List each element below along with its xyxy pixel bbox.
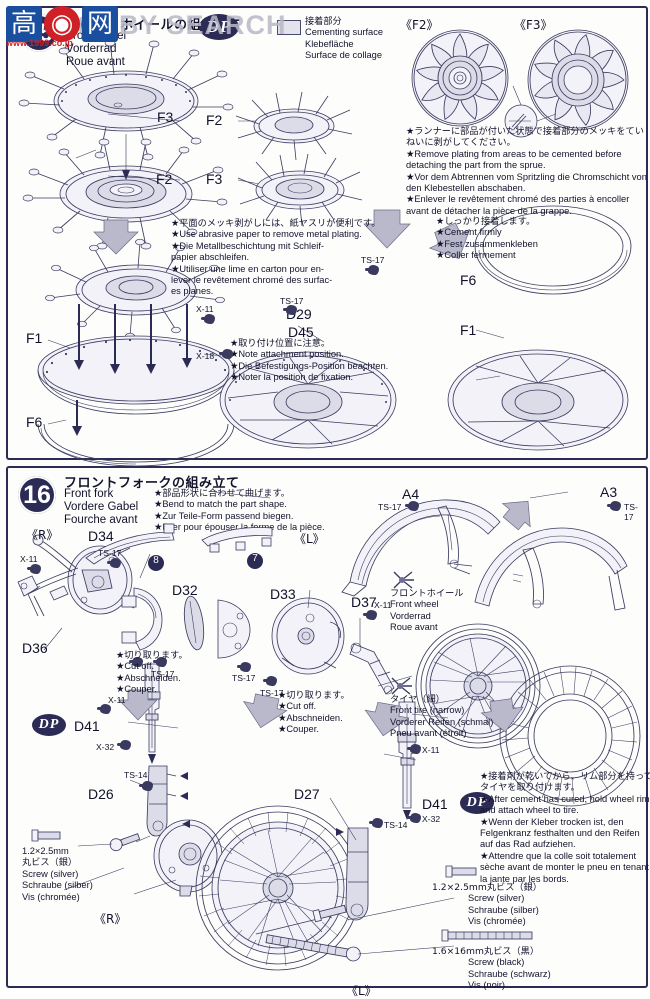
paint-label-ts-17-b: TS-17 <box>361 255 385 265</box>
note-cut-off-mid: ★切り取ります。 ★Cut off. ★Abschneiden. ★Couper… <box>278 690 350 735</box>
part-label-d41-left: D41 <box>74 718 100 734</box>
dp-badge-right: DP <box>460 792 494 814</box>
part-label-f6-a: F6 <box>26 414 43 430</box>
paint-blob-x-32-right <box>407 813 421 823</box>
part-label-f1-b: F1 <box>460 322 477 338</box>
note-cement-firmly: ★しっかり接着します。 ★Cement firmly ★Fest zusamme… <box>436 216 538 261</box>
step-15-dp-badge: DP <box>199 14 239 40</box>
paint-blob-x-11-3 <box>97 704 111 714</box>
note-attachment-position: ★取り付け位置に注意。 ★Note attachment position. ★… <box>230 338 389 383</box>
bracket-l-bottom: 《L》 <box>346 984 377 998</box>
note-attach-tire: ★接着剤が乾いてから、リム部分を持って タイヤを取り付けます。 ★After c… <box>480 771 650 884</box>
paint-label-x-11-3: X-11 <box>108 695 126 705</box>
paint-label-ts-14-left: TS-14 <box>124 770 148 780</box>
paint-blob-ts-17-3 <box>237 662 251 672</box>
step-15-title-fr: Roue avant <box>66 56 125 68</box>
paint-blob-ts-17-1 <box>107 558 121 568</box>
paint-blob-ts-17-b <box>365 265 379 275</box>
step-16-title-de: Vordere Gabel <box>64 501 139 513</box>
part-label-d33: D33 <box>270 586 296 602</box>
paint-label-x-32-right: X-32 <box>422 814 441 824</box>
paint-label-ts-17-1: TS-17 <box>98 548 122 558</box>
step-15-artwork <box>18 29 632 467</box>
step-16-title-fr: Fourche avant <box>64 514 138 526</box>
paint-label-ts-17-2: TS-17 <box>151 669 175 679</box>
part-label-f3-b: F3 <box>206 171 223 187</box>
sparkle-icon-tire <box>391 677 412 695</box>
paint-blob-ts-17-6 <box>607 501 621 511</box>
part-label-f2-b: F2 <box>206 112 223 128</box>
paint-blob-x-11-4 <box>407 744 421 754</box>
screw-legend-silver-left: 1.2×2.5mm 丸ビス（銀） Screw (silver) Schraube… <box>22 846 93 902</box>
paint-label-x-11-1: X-11 <box>20 554 38 564</box>
paint-label-x-11-2: X-11 <box>374 600 392 610</box>
cementing-surface-swatch <box>277 20 301 35</box>
step-16-artwork <box>17 491 641 971</box>
screw-legend-black-right: 1.6×16mm丸ビス（黒） Screw (black) Schraube (s… <box>432 946 551 991</box>
paint-blob-ts-17-2 <box>129 657 143 667</box>
part-label-f1-a: F1 <box>26 330 43 346</box>
paint-label-ts-17-3: TS-17 <box>232 673 256 683</box>
part-label-d36: D36 <box>22 640 48 656</box>
part-label-f6-b: F6 <box>460 272 477 288</box>
bracket-r-bottom: 《R》 <box>94 912 127 926</box>
paint-label-ts-17-6: TS-17 <box>624 502 638 522</box>
circled-number-7: 7 <box>252 553 258 564</box>
bracket-f3: 《F3》 <box>514 18 553 32</box>
sparkle-icon-wheel <box>393 571 414 589</box>
screw-legend-silver-right: 1.2×2.5mm丸ビス（銀） Screw (silver) Schraube … <box>432 882 542 927</box>
paint-blob-ts-17-5 <box>405 501 419 511</box>
bracket-f2: 《F2》 <box>400 18 439 32</box>
step-16-badge: 16 <box>18 476 56 514</box>
part-label-f2-a: F2 <box>156 171 173 187</box>
paint-blob-ts-14-right <box>369 818 383 828</box>
part-label-d34: D34 <box>88 528 114 544</box>
part-label-d45: D45 <box>288 324 314 340</box>
part-label-d37: D37 <box>351 594 377 610</box>
bracket-r-top: 《R》 <box>26 528 59 542</box>
step-16-title-en: Front fork <box>64 488 114 500</box>
paint-label-x-11: X-11 <box>196 304 214 314</box>
paint-label-ts-17-5: TS-17 <box>378 502 402 512</box>
callout-front-wheel: フロントホイール Front wheel Vorderrad Roue avan… <box>390 588 464 633</box>
paint-blob-x-11-2 <box>363 610 377 620</box>
paint-blob-x-11-1 <box>27 564 41 574</box>
paint-blob-x-11 <box>201 314 215 324</box>
step-16-panel: 16 フロントフォークの組み立て Front fork Vordere Gabe… <box>6 466 650 998</box>
note-abrasive-paper: ★平面のメッキ剥がしには、紙ヤスリが便利です。 ★Use abrasive pa… <box>171 218 381 297</box>
paint-label-x-18: X-18 <box>196 351 215 361</box>
part-label-f3-a: F3 <box>157 109 174 125</box>
part-label-d41-right: D41 <box>422 796 448 812</box>
paint-label-ts-17-4: TS-17 <box>260 688 284 698</box>
paint-label-ts-14-right: TS-14 <box>384 820 408 830</box>
note-bend-part: ★部品形状に合わせて曲げます。 ★Bend to match the part … <box>154 488 325 533</box>
paint-label-x-32-left: X-32 <box>96 742 115 752</box>
paint-blob-ts-17-a <box>283 305 297 315</box>
paint-blob-x-32-left <box>117 740 131 750</box>
paint-blob-ts-17-2b <box>153 657 167 667</box>
legend-cementing-surface: 接着部分 Cementing surface Klebefläche Surfa… <box>305 16 384 61</box>
dp-badge-left: DP <box>32 714 66 736</box>
paint-label-ts-17-a: TS-17 <box>280 296 304 306</box>
step-16-title-jp: フロントフォークの組み立て <box>64 476 240 491</box>
part-label-d26: D26 <box>88 786 114 802</box>
part-label-a3: A3 <box>600 484 618 500</box>
paint-blob-ts-17-4 <box>263 676 277 686</box>
paint-label-x-11-4: X-11 <box>422 745 440 755</box>
part-label-a4: A4 <box>402 486 420 502</box>
step-15-title-de: Vorderrad <box>66 43 117 55</box>
part-label-d32: D32 <box>172 582 198 598</box>
paint-blob-x-18 <box>219 349 233 359</box>
part-label-d27: D27 <box>294 786 320 802</box>
circled-number-8: 8 <box>153 555 159 566</box>
paint-blob-ts-14-left <box>139 781 153 791</box>
note-remove-plating: ★ランナーに部品が付いた状態で接着部分のメッキをてい ねいに剥がしてください。 … <box>406 126 647 216</box>
note-cut-off-left: ★切り取ります。 ★Cut off. ★Abschneiden. ★Couper… <box>116 650 188 695</box>
bracket-l-top: 《L》 <box>294 532 325 546</box>
callout-front-tire: タイヤ（細） Front tire (narrow) Vorderer Reif… <box>390 694 494 739</box>
step-15-panel: 15 フロントホイールの組み立て Front wheel Vorderrad R… <box>6 6 648 467</box>
